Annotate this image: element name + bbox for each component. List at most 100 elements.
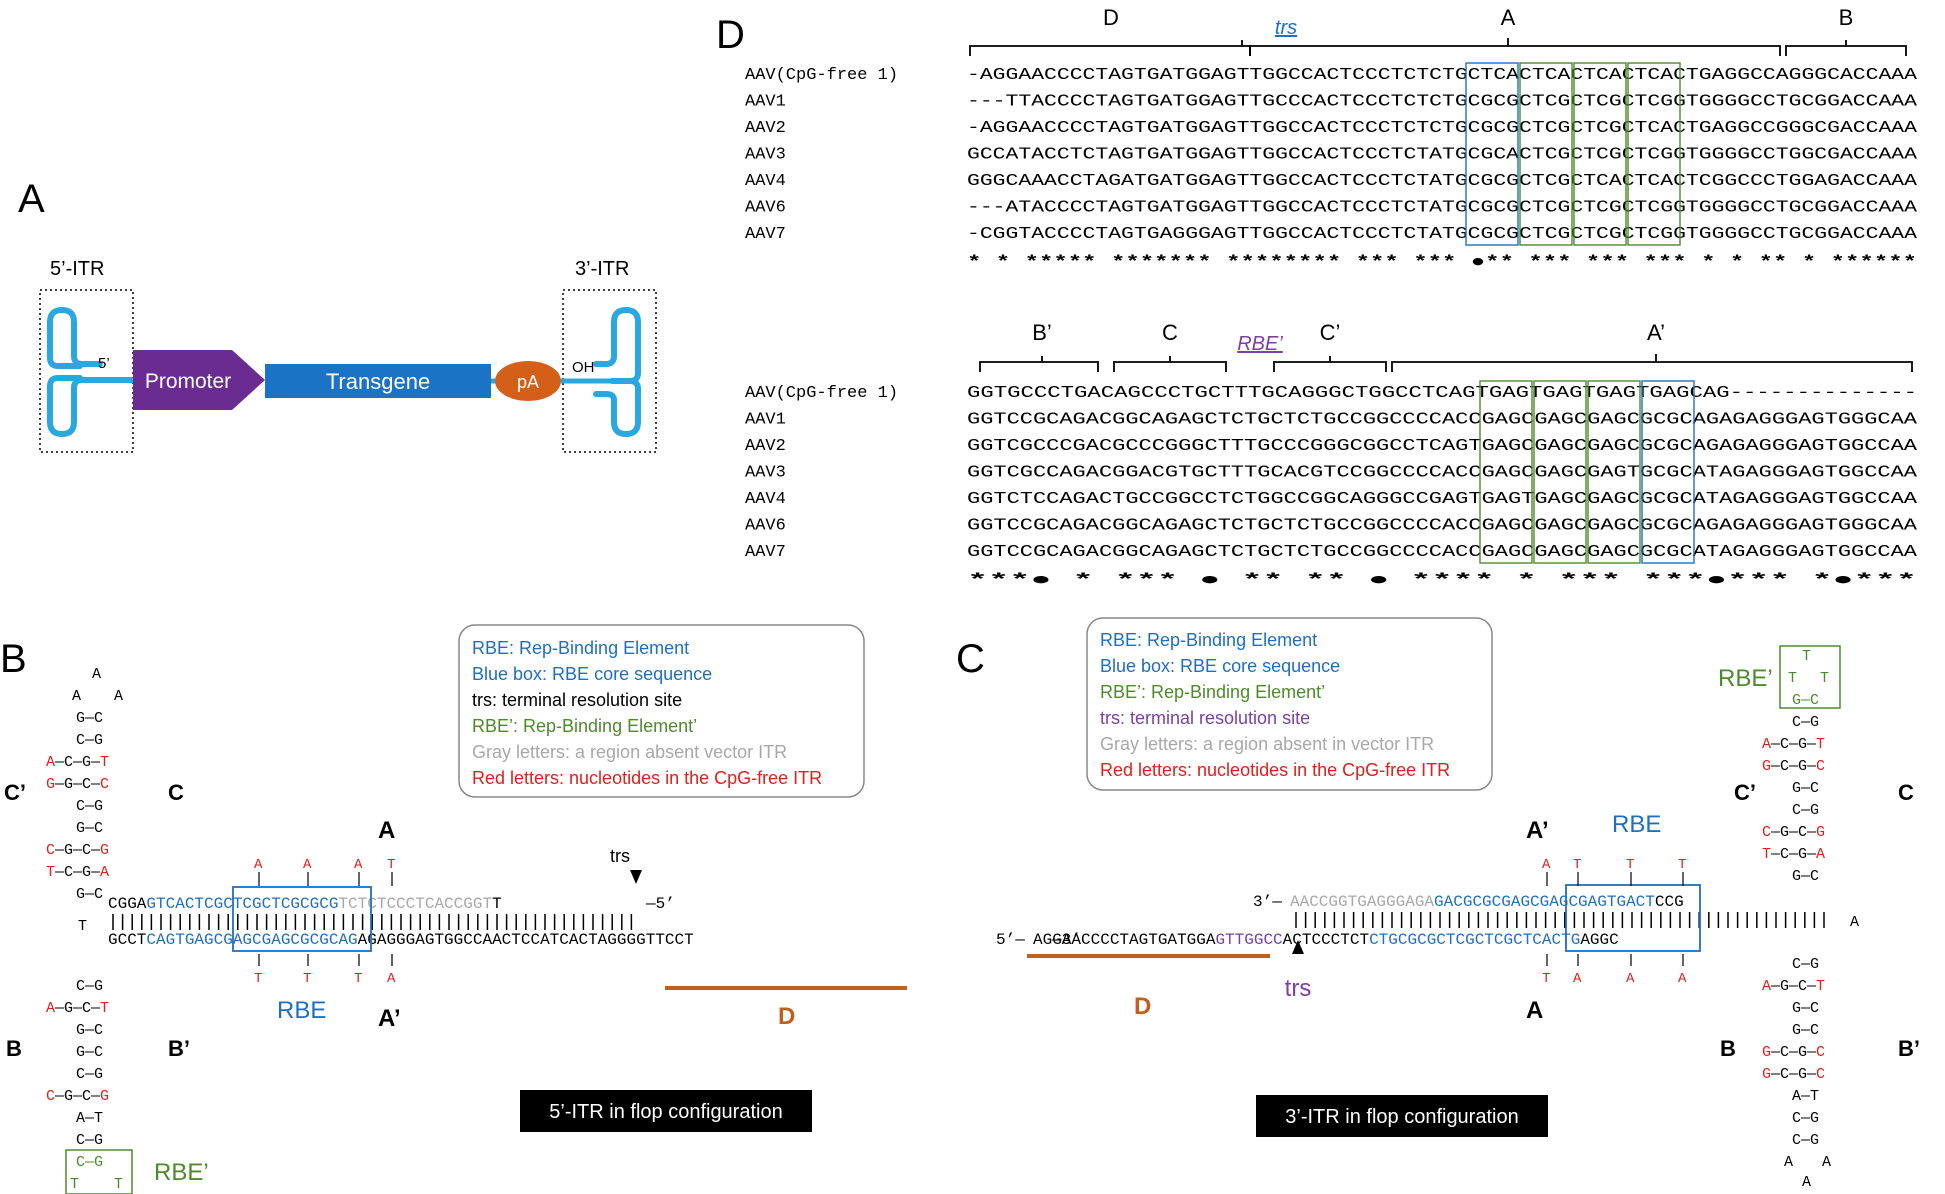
b-rbe-prime-label: RBE’ <box>154 1159 209 1186</box>
svg-text:T: T <box>1802 648 1811 665</box>
alignment-row-name: AAV1 <box>745 93 786 112</box>
svg-text:C—G—C—G: C—G—C—G <box>46 1088 109 1105</box>
b-top-strand: CGGAGTCACTCGCTCGCTCGCGCGTCTCTCCCTCACCGGT… <box>108 895 502 913</box>
b-end5: —5’ <box>645 895 675 913</box>
rbe-motif-box <box>1519 62 1573 246</box>
svg-text:A: A <box>1822 1154 1831 1171</box>
alignment-row-sequence: GCCATACCTCTAGTGATGGAGTTGGCCACTCCCTCTATGC… <box>967 146 1918 165</box>
alignment-row-sequence: GGTCCGCAGACGGCAGAGCTCTGCTCTGCCGGCCCCACCG… <box>967 543 1918 562</box>
itr5-box <box>39 289 134 453</box>
alignment-row-name: AAV7 <box>745 543 786 562</box>
alignment-row-sequence: -AGGAACCCCTAGTGATGGAGTTGGCCACTCCCTCTCTGC… <box>967 66 1918 85</box>
b-label-a: A <box>378 817 395 844</box>
legendB-line: Blue box: RBE core sequence <box>472 664 712 684</box>
alignment-consensus: * * ***** ******* ******** *** *** ●** *… <box>967 254 1917 273</box>
c-rbe-label: RBE <box>1612 811 1661 838</box>
legendB-line: Gray letters: a region absent vector ITR <box>472 742 787 762</box>
svg-text:T—C—G—A: T—C—G—A <box>1762 846 1825 863</box>
panel-c: C 3’— AACCGGTGAGGGAGAGACGCGCGAGCGAGCGAGT… <box>956 637 1920 1191</box>
svg-text:G—C: G—C <box>1792 780 1819 797</box>
alignment-row-name: AAV7 <box>745 225 786 244</box>
svg-text:G—C: G—C <box>76 820 103 837</box>
c-label-b-prime: B’ <box>1898 1036 1920 1061</box>
alignment-row-sequence: -AGGAACCCCTAGTGATGGAGTTGGCCACTCCCTCTCTGC… <box>967 119 1918 138</box>
panel-label-b: B <box>0 637 27 681</box>
svg-text:C—G: C—G <box>1792 1132 1819 1149</box>
svg-text:C—G: C—G <box>76 798 103 815</box>
svg-text:T: T <box>1678 857 1686 873</box>
legend-c-box <box>1086 617 1493 791</box>
c-rbe-core-box <box>1565 884 1701 952</box>
svg-text:A: A <box>72 688 81 705</box>
c-lower-arm: C—G A—G—C—T G—C G—C G—C—G—C G—C—G—C A—T … <box>1762 956 1831 1191</box>
svg-text:G—C—G—C: G—C—G—C <box>1762 1044 1825 1061</box>
svg-text:G—C: G—C <box>76 1022 103 1039</box>
svg-text:A—C—G—T: A—C—G—T <box>46 754 109 771</box>
alignment-row-name: AAV3 <box>745 146 786 165</box>
svg-text:C—G: C—G <box>1792 1110 1819 1127</box>
legendC-line: Red letters: nucleotides in the CpG-free… <box>1100 760 1450 780</box>
b-rbe-core-box <box>232 886 372 952</box>
legendB-line: RBE’: Rep-Binding Element’ <box>472 716 697 736</box>
svg-text:A: A <box>1542 857 1551 873</box>
alignment-row-sequence: GGTCGCCAGACGGACGTGCTTTGCACGTCCGGCCCCACCG… <box>967 464 1918 483</box>
alignment-row-name: AAV(CpG-free 1) <box>745 384 898 403</box>
b-rbe-prime-box <box>65 1149 133 1194</box>
b-label-a-prime: A’ <box>378 1005 401 1032</box>
svg-text:A: A <box>303 857 312 873</box>
d-bracket-a: A <box>1501 5 1516 30</box>
b-label-c-prime: C’ <box>4 780 26 805</box>
panel-label-c: C <box>956 637 985 681</box>
c-label-a: A <box>1526 997 1543 1024</box>
svg-text:T—C—G—A: T—C—G—A <box>46 864 109 881</box>
c-label-c-prime: C’ <box>1734 780 1756 805</box>
svg-text:C—G—C—G: C—G—C—G <box>46 842 109 859</box>
transgene-box <box>265 364 491 398</box>
svg-text:G—G—C—C: G—G—C—C <box>46 776 109 793</box>
rbe-motif-box <box>1627 62 1681 246</box>
svg-text:T: T <box>114 1176 123 1193</box>
svg-text:C—G: C—G <box>1792 714 1819 731</box>
svg-text:A: A <box>354 857 363 873</box>
itr3-hairpin <box>593 306 641 438</box>
b-caption-box <box>520 1090 812 1132</box>
svg-text:G—C: G—C <box>1792 1022 1819 1039</box>
d-bracket-d: D <box>1103 5 1119 30</box>
alignment-row-name: AAV2 <box>745 437 786 456</box>
legendB-line: trs: terminal resolution site <box>472 690 682 710</box>
svg-text:A—G—C—T: A—G—C—T <box>46 1000 109 1017</box>
c-rbe-prime-box <box>1779 645 1841 709</box>
c-label-a-prime: A’ <box>1526 817 1549 844</box>
rbe-motif-box <box>1533 380 1587 564</box>
svg-text:C—G: C—G <box>76 1066 103 1083</box>
legendC-line: Blue box: RBE core sequence <box>1100 656 1340 676</box>
c-top-strand: AACCGGTGAGGGAGAGACGCGCGAGCGAGCGAGTGACTCC… <box>1290 893 1684 911</box>
alignment-row-name: AAV4 <box>745 172 786 191</box>
svg-text:C—G: C—G <box>76 732 103 749</box>
d-bracket-trs: trs <box>1275 17 1297 39</box>
alignment-row-sequence: -CGGTACCCCTAGTGAGGGAGTTGGCCACTCCCTCTATGC… <box>967 225 1918 244</box>
svg-text:G—C: G—C <box>76 710 103 727</box>
svg-text:G—C: G—C <box>76 886 103 903</box>
legendC-line: RBE: Rep-Binding Element <box>1100 630 1317 650</box>
svg-text:A—T: A—T <box>76 1110 103 1127</box>
rbe-motif-box <box>1641 380 1695 564</box>
c-stem-a: A <box>1850 914 1859 931</box>
itr3-box <box>562 289 657 453</box>
svg-text:C—G: C—G <box>76 978 103 995</box>
legend-b-box <box>458 624 865 798</box>
svg-text:T: T <box>1626 857 1634 873</box>
svg-text:G—C—G—C: G—C—G—C <box>1762 1066 1825 1083</box>
b-base-pair-ticks <box>112 914 633 930</box>
promoter-label: Promoter <box>145 370 231 393</box>
svg-text:C—G: C—G <box>76 1132 103 1149</box>
pa-label: pA <box>517 372 539 392</box>
c-trs-arrow <box>1292 940 1304 954</box>
svg-text:A—G—C—T: A—G—C—T <box>1762 978 1825 995</box>
b-label-b-prime: B’ <box>168 1036 190 1061</box>
c-bottom-strand: AGGAACCCCTAGTGATGGAGTTGGCCACTCCCTCTCTGCG… <box>1033 931 1619 949</box>
alignment-row-sequence: ---ATACCCCTAGTGATGGAGTTGGCCACTCCCTCTATGC… <box>967 199 1918 218</box>
svg-text:T: T <box>254 971 262 987</box>
